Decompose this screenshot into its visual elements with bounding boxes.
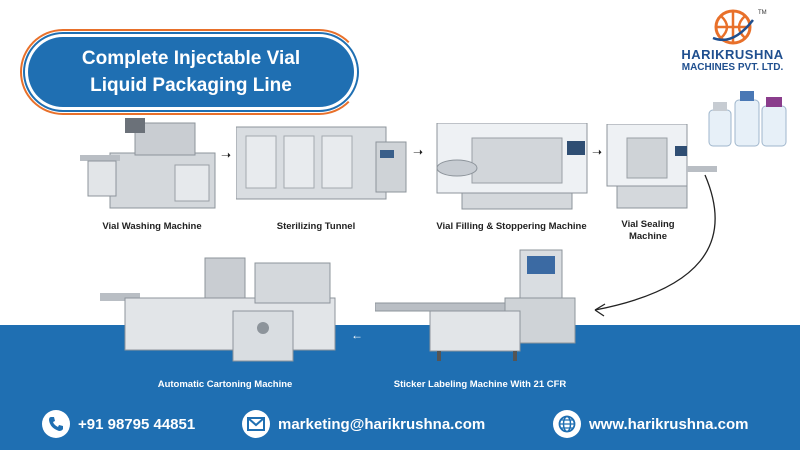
vial-sealing-machine-label: Vial Sealing Machine (608, 219, 688, 243)
sterilizing-tunnel-label: Sterilizing Tunnel (276, 221, 356, 232)
curved-flow-arrow-icon (594, 174, 716, 317)
automatic-cartoning-machine-label: Automatic Cartoning Machine (157, 379, 293, 390)
globe-logo-icon (712, 9, 754, 45)
flow-arrow-right-icon: ➝ (592, 145, 603, 159)
email-address: marketing@harikrushna.com (278, 415, 486, 433)
vial-sealing-machine-image (606, 124, 717, 209)
vial-sealing-label-line-1: Vial Sealing (621, 219, 675, 230)
website-url: www.harikrushna.com (589, 415, 749, 433)
flow-arrow-left-icon: ← (351, 328, 363, 342)
vial-filling-stoppering-machine-image (436, 123, 588, 210)
email-icon (242, 410, 270, 438)
vial-sealing-label-line-2: Machine (628, 231, 667, 242)
website-contact[interactable]: www.harikrushna.com (553, 410, 749, 438)
automatic-cartoning-machine-image (100, 257, 336, 362)
phone-icon (42, 410, 70, 438)
vial-filling-stoppering-machine-label: Vial Filling & Stoppering Machine (436, 221, 587, 232)
trademark-mark: TM (758, 10, 767, 16)
flow-arrow-right-icon: ➝ (221, 148, 232, 162)
phone-number: +91 98795 44851 (78, 415, 196, 433)
title-line-1: Complete Injectable Vial (81, 48, 301, 69)
vials-image (708, 91, 787, 147)
page-title: Complete Injectable Vial Liquid Packagin… (28, 37, 354, 107)
title-outline-decoration (20, 29, 362, 115)
globe-icon (553, 410, 581, 438)
sticker-labeling-machine-image (375, 249, 576, 361)
sterilizing-tunnel-image (236, 126, 407, 200)
brand-name: HARIKRUSHNA (681, 47, 784, 62)
flow-arrow-right-icon: ➝ (413, 145, 424, 159)
vial-washing-machine-label: Vial Washing Machine (102, 221, 202, 232)
phone-contact[interactable]: +91 98795 44851 (42, 410, 195, 438)
vial-washing-machine-image (80, 118, 216, 209)
email-contact[interactable]: marketing@harikrushna.com (242, 410, 485, 438)
brand-logo: TM HARIKRUSHNA MACHINES PVT. LTD. (670, 8, 795, 88)
title-line-2: Liquid Packaging Line (90, 75, 292, 96)
brand-subtitle: MACHINES PVT. LTD. (681, 62, 784, 73)
sticker-labeling-machine-label: Sticker Labeling Machine With 21 CFR (393, 379, 567, 390)
